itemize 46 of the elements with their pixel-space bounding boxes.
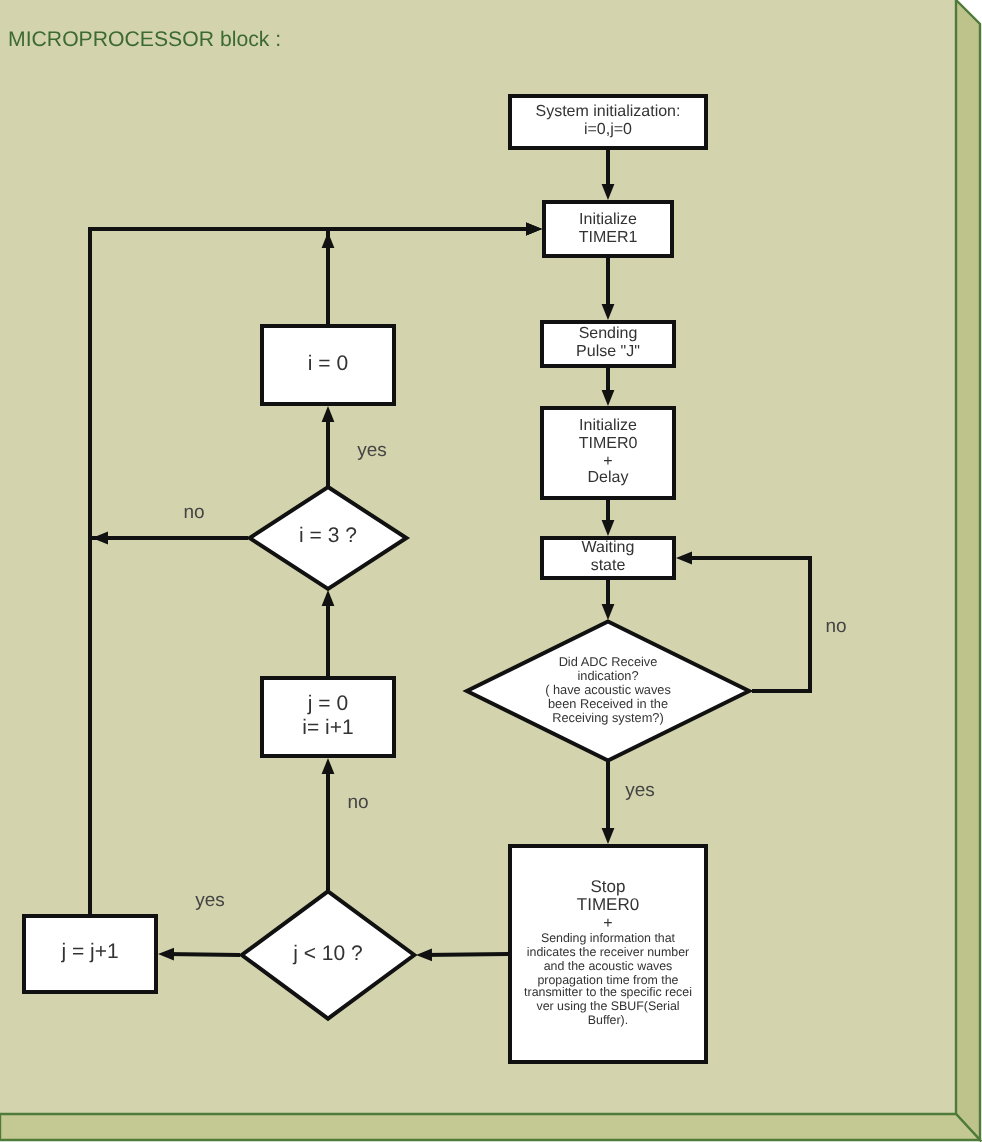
arrow bbox=[321, 758, 335, 890]
arrow bbox=[601, 580, 615, 620]
step-text: Delay bbox=[587, 470, 629, 489]
step-text: Initialize TIMER0 bbox=[576, 417, 640, 453]
edge-label: no bbox=[345, 793, 371, 815]
edge-label: yes bbox=[355, 441, 389, 463]
decision-diamond bbox=[248, 486, 408, 590]
edge-label: no bbox=[181, 503, 207, 525]
decision-diamond bbox=[240, 890, 416, 1020]
arrow bbox=[326, 222, 542, 324]
arrow bbox=[158, 947, 241, 961]
process-box bbox=[260, 676, 396, 758]
step-text: j = 0 i= i+1 bbox=[300, 693, 356, 741]
arrow bbox=[601, 150, 615, 200]
step-text: + bbox=[603, 453, 613, 470]
diagram-title: MICROPROCESSOR block : bbox=[8, 28, 282, 52]
edge-label: no bbox=[823, 617, 849, 639]
process-box bbox=[508, 844, 708, 1064]
arrow bbox=[601, 368, 615, 406]
arrow bbox=[676, 551, 812, 693]
process-box bbox=[540, 536, 676, 580]
process-box bbox=[22, 914, 158, 994]
arrow bbox=[601, 258, 615, 320]
step-text: Sending Pulse "J" bbox=[574, 326, 642, 362]
condition-text: j < 10 ? bbox=[293, 943, 363, 967]
process-box bbox=[508, 94, 708, 150]
arrow bbox=[601, 762, 615, 844]
arrow bbox=[321, 406, 335, 486]
edge-label: yes bbox=[623, 781, 657, 803]
arrow bbox=[321, 590, 335, 676]
step-text: Waiting state bbox=[579, 540, 637, 576]
arrow bbox=[416, 948, 509, 962]
process-box bbox=[540, 320, 676, 368]
process-box bbox=[540, 406, 676, 500]
condition-text: i = 3 ? bbox=[299, 526, 357, 550]
process-box bbox=[542, 200, 674, 258]
decision-diamond bbox=[464, 620, 752, 762]
step-text: System initialization: i=0,j=0 bbox=[533, 104, 683, 140]
step-text: Initialize TIMER1 bbox=[576, 211, 640, 247]
edge-label: yes bbox=[193, 891, 227, 913]
step-text: j = j+1 bbox=[61, 942, 119, 966]
process-box bbox=[260, 324, 396, 406]
step-text: + bbox=[603, 915, 613, 933]
step-text: Stop TIMER0 bbox=[574, 877, 642, 916]
arrow bbox=[601, 500, 615, 536]
step-text: i = 0 bbox=[307, 353, 349, 377]
